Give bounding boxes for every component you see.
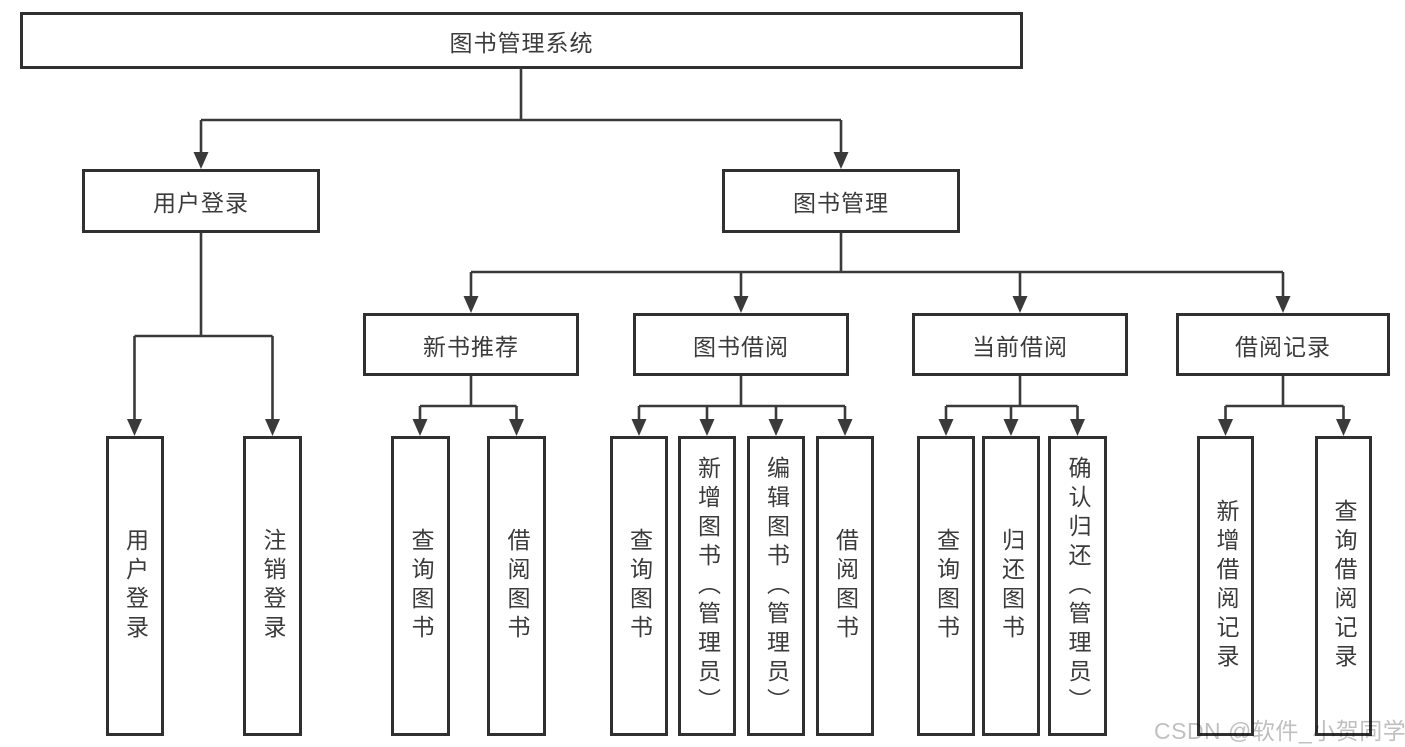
- connector-arrowhead: [1012, 296, 1028, 313]
- node-label: 用户登录: [153, 190, 249, 216]
- leaf-label: 查询图书: [933, 528, 960, 644]
- connector-line: [946, 376, 1078, 408]
- connector-arrowhead: [833, 152, 849, 169]
- node-label: 图书管理: [793, 190, 889, 216]
- connector-arrowhead: [1336, 419, 1351, 436]
- connector-arrowhead: [1003, 419, 1019, 436]
- leaf-label: 借阅图书: [504, 528, 530, 644]
- node-library-management-system: 图书管理系统: [20, 12, 1023, 69]
- leaf-borrow-books-recommend: 借阅图书: [487, 436, 546, 736]
- connector-arrowhead: [768, 419, 784, 436]
- node-label: 新书推荐: [423, 333, 519, 360]
- connector-arrowhead: [1275, 296, 1291, 313]
- connector-arrowhead: [733, 296, 749, 313]
- connector-arrowhead: [837, 419, 853, 436]
- leaf-label: 新增借阅记录: [1213, 499, 1239, 673]
- node-user-login: 用户登录: [82, 169, 320, 233]
- leaf-confirm-return-admin: 确认归还（管理员）: [1048, 436, 1107, 736]
- leaf-label: 归还图书: [998, 528, 1025, 644]
- connector-line: [134, 233, 273, 338]
- leaf-add-borrow-record: 新增借阅记录: [1197, 436, 1254, 736]
- leaf-label: 编辑图书（管理员）: [763, 455, 790, 717]
- leaf-label: 新增图书（管理员）: [694, 455, 721, 717]
- leaf-query-books-recommend: 查询图书: [391, 436, 450, 736]
- node-label: 当前借阅: [972, 333, 1068, 360]
- connector-line: [1225, 376, 1344, 408]
- connector-arrowhead: [509, 419, 524, 436]
- connector-line: [201, 68, 841, 122]
- node-current-borrow: 当前借阅: [912, 313, 1128, 376]
- leaf-label: 确认归还（管理员）: [1065, 455, 1091, 717]
- leaf-label: 查询借阅记录: [1331, 499, 1357, 673]
- node-label: 图书借阅: [693, 333, 789, 360]
- leaf-user-login: 用户登录: [106, 436, 164, 736]
- leaf-query-books-current: 查询图书: [917, 436, 975, 736]
- node-book-borrow: 图书借阅: [633, 313, 849, 376]
- connector-arrowhead: [412, 419, 428, 436]
- leaf-add-books-admin: 新增图书（管理员）: [678, 436, 736, 736]
- leaf-edit-books-admin: 编辑图书（管理员）: [747, 436, 805, 736]
- leaf-return-books: 归还图书: [982, 436, 1040, 736]
- connector-line: [420, 376, 517, 408]
- connector-arrowhead: [631, 419, 647, 436]
- leaf-query-books-borrow: 查询图书: [610, 436, 668, 736]
- leaf-query-borrow-record: 查询借阅记录: [1315, 436, 1372, 736]
- csdn-watermark: CSDN @软件_小贺同学: [1154, 718, 1405, 744]
- leaf-label: 用户登录: [122, 528, 149, 644]
- connector-arrowhead: [193, 152, 209, 169]
- connector-arrowhead: [463, 296, 479, 313]
- connector-arrowhead: [1070, 419, 1085, 436]
- leaf-label: 查询图书: [626, 528, 653, 644]
- connector-line: [639, 376, 845, 408]
- connector-arrowhead: [1218, 419, 1233, 436]
- connector-arrowhead: [265, 419, 280, 436]
- leaf-label: 注销登录: [260, 528, 286, 644]
- leaf-label: 借阅图书: [832, 528, 859, 644]
- node-label: 借阅记录: [1235, 333, 1331, 360]
- connector-arrowhead: [938, 419, 954, 436]
- connector-arrowhead: [699, 419, 715, 436]
- leaf-logout: 注销登录: [243, 436, 302, 736]
- connector-line: [471, 233, 1283, 274]
- leaf-borrow-books: 借阅图书: [816, 436, 874, 736]
- leaf-label: 查询图书: [408, 528, 434, 644]
- node-book-management: 图书管理: [722, 169, 960, 233]
- node-new-book-recommend: 新书推荐: [363, 313, 579, 376]
- connector-arrowhead: [127, 419, 142, 436]
- node-borrow-records: 借阅记录: [1176, 313, 1390, 376]
- node-label: 图书管理系统: [449, 29, 594, 56]
